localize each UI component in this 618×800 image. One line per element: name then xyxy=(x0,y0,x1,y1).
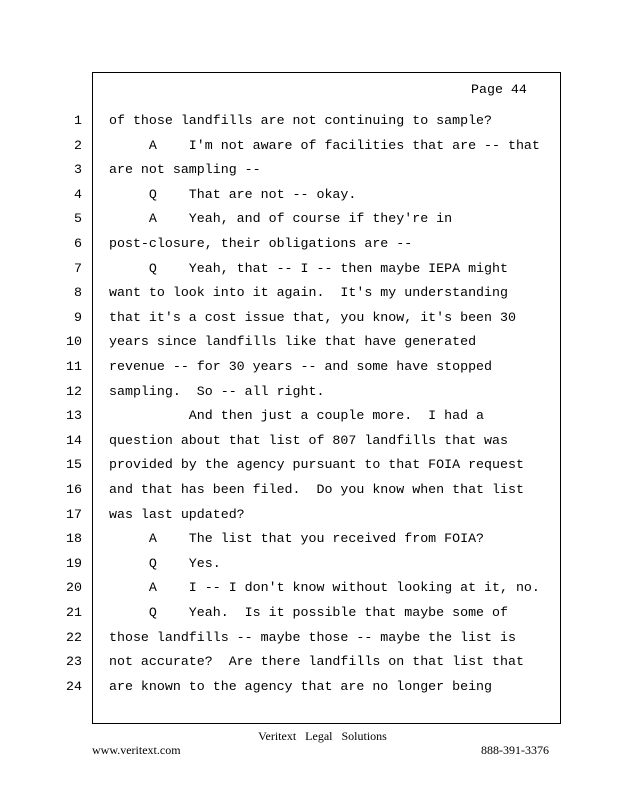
transcript-line: 10 years since landfills like that have g… xyxy=(0,334,618,354)
line-number: 20 xyxy=(66,580,82,596)
transcript-line: 23 not accurate? Are there landfills on t… xyxy=(0,654,618,674)
line-text: Q That are not -- okay. xyxy=(109,186,357,202)
transcript-line: 20 A I -- I don't know without looking a… xyxy=(0,580,618,600)
line-text: want to look into it again. It's my unde… xyxy=(109,285,508,301)
line-number: 6 xyxy=(74,236,82,251)
line-text: question about that list of 807 landfill… xyxy=(109,432,508,448)
transcript-line: 22 those landfills -- maybe those -- mayb… xyxy=(0,630,618,650)
transcript-line: 13 And then just a couple more. I had a xyxy=(0,408,618,428)
line-text: Q Yeah. Is it possible that maybe some o… xyxy=(109,605,508,620)
line-number: 21 xyxy=(66,605,82,620)
transcript-line: 5 A Yeah, and of course if they're in xyxy=(0,211,618,231)
line-text: revenue -- for 30 years -- and some have… xyxy=(109,359,493,374)
line-text: are not sampling -- xyxy=(109,162,261,178)
line-number: 1 xyxy=(74,113,82,128)
line-number: 13 xyxy=(66,408,82,424)
line-number: 11 xyxy=(66,359,82,374)
line-number: 4 xyxy=(74,186,82,202)
transcript-line: 15 provided by the agency pursuant to tha… xyxy=(0,457,618,477)
line-number: 19 xyxy=(66,555,82,571)
line-number: 10 xyxy=(66,334,82,350)
line-text: and that has been filed. Do you know whe… xyxy=(109,482,524,497)
line-text: that it's a cost issue that, you know, i… xyxy=(109,309,516,325)
line-number: 23 xyxy=(66,654,82,670)
line-number: 15 xyxy=(66,457,82,473)
line-number: 16 xyxy=(66,482,82,497)
line-number: 17 xyxy=(66,506,82,522)
line-number: 2 xyxy=(74,137,82,153)
line-number: 24 xyxy=(66,678,82,694)
line-number: 5 xyxy=(74,211,82,227)
transcript-line: 1 of those landfills are not continuing t… xyxy=(0,113,618,133)
line-text: Q Yeah, that -- I -- then maybe IEPA mig… xyxy=(109,260,508,276)
footer-website: www.veritext.com xyxy=(92,743,181,757)
line-number: 8 xyxy=(74,285,82,301)
transcript-line: 18 A The list that you received from FOI… xyxy=(0,531,618,551)
line-number: 22 xyxy=(66,629,82,645)
transcript-line: 24 are known to the agency that are no lo… xyxy=(0,679,618,699)
line-text: are known to the agency that are no long… xyxy=(109,678,493,694)
transcript-line: 21 Q Yeah. Is it possible that maybe som… xyxy=(0,605,618,625)
line-text: Q Yes. xyxy=(109,555,221,571)
transcript-line: 4 Q That are not -- okay. xyxy=(0,187,618,207)
line-text: And then just a couple more. I had a xyxy=(109,408,485,424)
line-number: 18 xyxy=(66,531,82,547)
line-text: of those landfills are not continuing to… xyxy=(109,113,493,128)
line-number: 9 xyxy=(74,309,82,325)
transcript-line: 14 question about that list of 807 landfi… xyxy=(0,433,618,453)
line-text: sampling. So -- all right. xyxy=(109,383,325,399)
line-text: was last updated? xyxy=(109,506,245,522)
transcript-line: 11 revenue -- for 30 years -- and some ha… xyxy=(0,359,618,379)
line-text: A The list that you received from FOIA? xyxy=(109,531,485,547)
line-number: 12 xyxy=(66,383,82,399)
line-text: not accurate? Are there landfills on tha… xyxy=(109,654,524,670)
line-text: A I -- I don't know without looking at i… xyxy=(109,580,540,596)
page-number: Page 44 xyxy=(471,82,527,97)
transcript-line: 17 was last updated? xyxy=(0,507,618,527)
line-text: provided by the agency pursuant to that … xyxy=(109,457,524,473)
line-number: 7 xyxy=(74,260,82,276)
line-text: years since landfills like that have gen… xyxy=(109,334,477,350)
transcript-line: 7 Q Yeah, that -- I -- then maybe IEPA m… xyxy=(0,261,618,281)
transcript-line: 9 that it's a cost issue that, you know, … xyxy=(0,310,618,330)
transcript-line: 2 A I'm not aware of facilities that are… xyxy=(0,138,618,158)
transcript-line: 19 Q Yes. xyxy=(0,556,618,576)
transcript-line: 6 post-closure, their obligations are -- xyxy=(0,236,618,256)
line-text: A I'm not aware of facilities that are -… xyxy=(109,137,540,153)
line-text: those landfills -- maybe those -- maybe … xyxy=(109,629,516,645)
transcript-line: 8 want to look into it again. It's my und… xyxy=(0,285,618,305)
transcript-line: 12 sampling. So -- all right. xyxy=(0,384,618,404)
footer-company: Veritext Legal Solutions xyxy=(258,729,387,743)
line-number: 14 xyxy=(66,432,82,448)
transcript-line: 3 are not sampling -- xyxy=(0,162,618,182)
line-text: post-closure, their obligations are -- xyxy=(109,236,413,251)
line-text: A Yeah, and of course if they're in xyxy=(109,211,453,227)
transcript-line: 16 and that has been filed. Do you know w… xyxy=(0,482,618,502)
transcript-frame xyxy=(92,72,561,724)
line-number: 3 xyxy=(74,162,82,178)
footer-phone: 888-391-3376 xyxy=(481,743,549,757)
